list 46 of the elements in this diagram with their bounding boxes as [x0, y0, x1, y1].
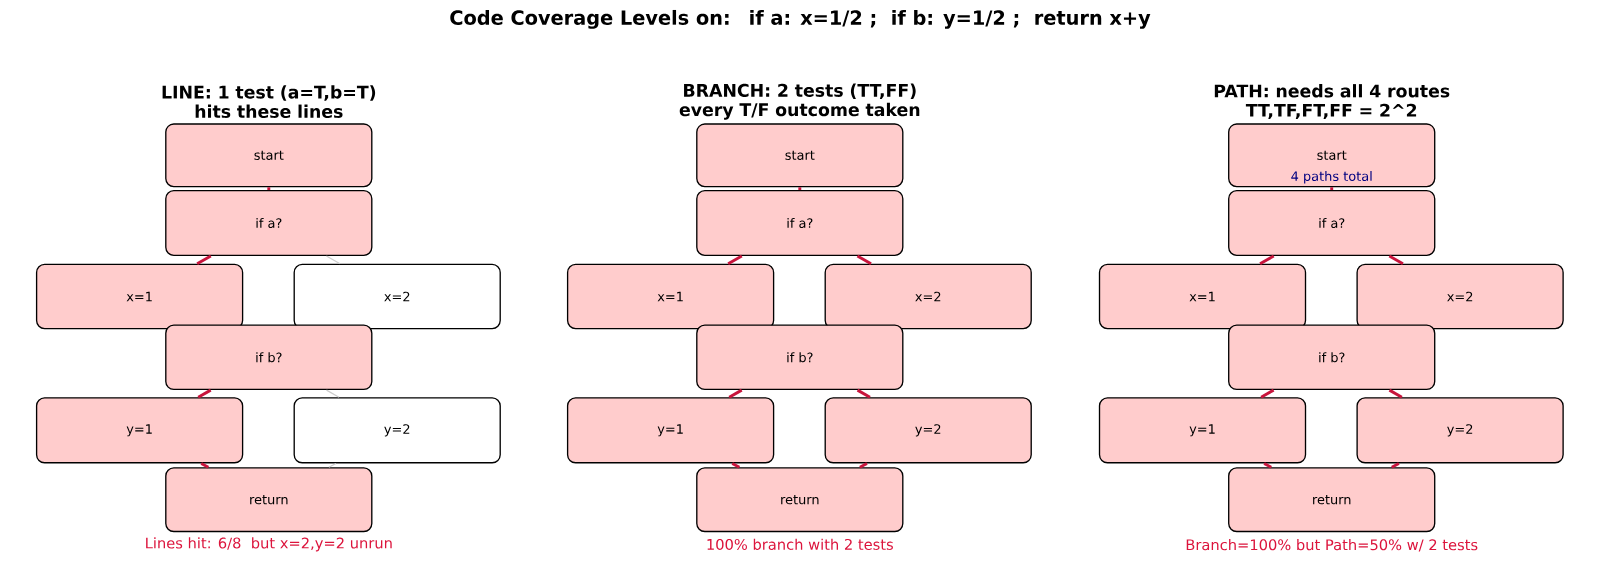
flowchart-box: start [165, 123, 373, 188]
flowchart-box: x=2 [293, 263, 501, 330]
connector-line [798, 187, 802, 191]
connector-line [1259, 254, 1275, 265]
connector-line [1263, 462, 1272, 469]
connector-line [1391, 462, 1400, 469]
flowchart-box: y=1 [1098, 397, 1307, 464]
flowchart-box: x=1 [566, 263, 775, 330]
connector-line [200, 462, 210, 469]
flowchart-box: x=1 [1098, 263, 1307, 330]
diagram-title: Code Coverage Levels on: if a: x=1/2 ; if b: y=1/2 ; return x+y [450, 9, 1151, 29]
flowchart-box: x=1 [35, 263, 244, 330]
flowchart-box: x=2 [1356, 263, 1564, 330]
connector-line [325, 389, 340, 398]
connector-line [727, 254, 743, 265]
flowchart-box: if a? [696, 190, 904, 256]
flowchart-box: y=1 [566, 397, 775, 464]
flowchart-box: if b? [165, 324, 373, 391]
connector-line [856, 254, 872, 265]
connector-line [197, 388, 212, 399]
connector-line [1388, 254, 1404, 265]
connector-line [325, 255, 341, 265]
flowchart-box: if b? [696, 324, 904, 391]
note-text: 4 paths total [1291, 171, 1372, 184]
flowchart-box: if a? [1228, 190, 1436, 256]
connector-line [328, 462, 337, 468]
flowchart-box: y=2 [293, 397, 501, 464]
flowchart-box: return [696, 467, 904, 533]
connector-line [731, 462, 741, 469]
flowchart-box: y=2 [824, 397, 1032, 464]
connector-line [1388, 388, 1403, 399]
flowchart-box: if b? [1228, 324, 1436, 391]
connector-line [856, 388, 871, 399]
connector-line [196, 254, 212, 265]
connector-line [859, 462, 868, 469]
connector-line [1330, 187, 1334, 191]
flowchart-box: return [165, 467, 373, 533]
flowchart-box: if a? [165, 190, 373, 256]
connector-line [267, 187, 271, 191]
connector-line [728, 388, 743, 399]
flowchart-box: x=2 [824, 263, 1032, 330]
flowchart-box: y=2 [1356, 397, 1564, 464]
flowchart-box: start [696, 123, 904, 188]
flowchart-box: return [1228, 467, 1436, 533]
connector-line [1260, 388, 1275, 399]
flowchart-box: y=1 [35, 397, 244, 464]
